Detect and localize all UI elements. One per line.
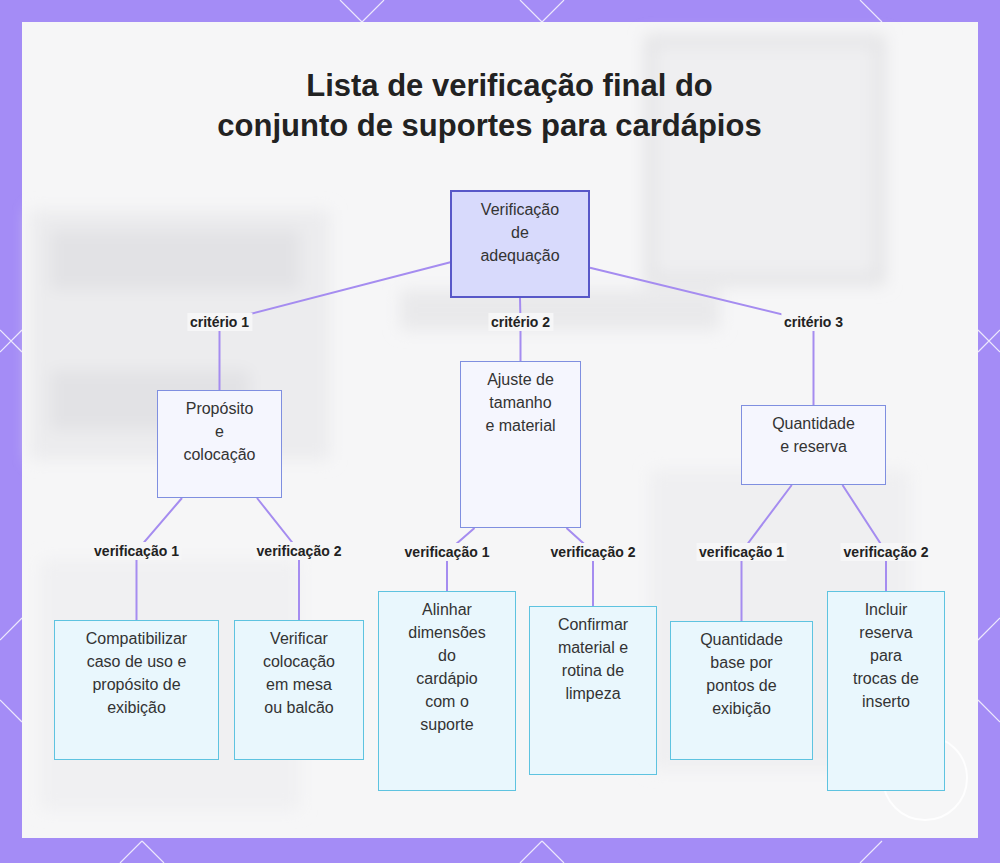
- edge-label: verificação 2: [254, 542, 345, 560]
- connector-line: [843, 485, 887, 591]
- node-text: Confirmar material e rotina de limpeza: [543, 613, 643, 705]
- node-text: Incluir reserva para trocas de inserto: [850, 598, 922, 713]
- check-box: Compatibilizar caso de uso e propósito d…: [54, 620, 219, 760]
- criterion-box: Quantidade e reserva: [741, 405, 886, 485]
- node-text: Propósito e colocação: [182, 397, 258, 466]
- node-text: Alinhar dimensões do cardápio com o supo…: [407, 598, 487, 736]
- blurred-photo: [30, 40, 910, 810]
- edge-label: verificação 1: [696, 543, 787, 561]
- criterion-box: Propósito e colocação: [157, 390, 282, 498]
- root-box: Verificação de adequação: [450, 190, 590, 298]
- edge-label: critério 1: [187, 313, 252, 331]
- panel: [22, 22, 978, 838]
- check-box: Incluir reserva para trocas de inserto: [827, 591, 945, 791]
- node-text: Verificar colocação em mesa ou balcão: [259, 627, 339, 719]
- edge-label: critério 3: [781, 313, 846, 331]
- check-box: Confirmar material e rotina de limpeza: [529, 606, 657, 775]
- edge-label: verificação 2: [841, 543, 932, 561]
- connector-line: [566, 528, 593, 606]
- check-box: Verificar colocação em mesa ou balcão: [234, 620, 364, 760]
- node-text: Ajuste de tamanho e material: [484, 368, 557, 437]
- edge-label: verificação 1: [402, 543, 493, 561]
- edge-label: verificação 2: [548, 543, 639, 561]
- node-text: Quantidade base por pontos de exibição: [692, 628, 792, 720]
- node-text: Quantidade e reserva: [769, 412, 859, 458]
- check-box: Alinhar dimensões do cardápio com o supo…: [378, 591, 516, 791]
- connector-line: [220, 261, 455, 390]
- edge-label: verificação 1: [91, 542, 182, 560]
- node-text: Compatibilizar caso de uso e propósito d…: [72, 627, 202, 719]
- edge-label: critério 2: [488, 313, 553, 331]
- check-box: Quantidade base por pontos de exibição: [670, 621, 813, 760]
- connector-line: [590, 268, 814, 405]
- diagram-title: Lista de verificação final do conjunto d…: [207, 66, 772, 146]
- node-text: Verificação de adequação: [475, 198, 565, 267]
- criterion-box: Ajuste de tamanho e material: [460, 361, 581, 528]
